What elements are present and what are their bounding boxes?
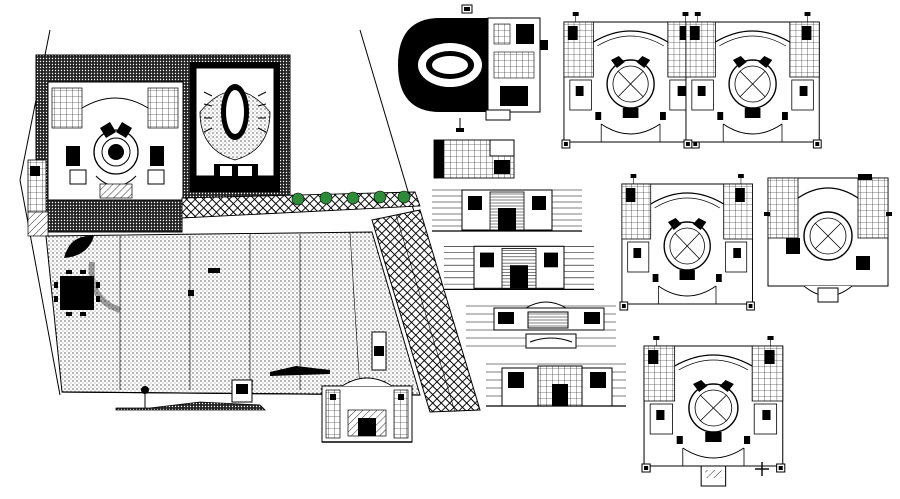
tree-icon [373,190,387,204]
site-lawn [45,231,421,396]
floor-plan-b [683,11,822,149]
site-road [371,209,481,413]
tree-icon [346,191,360,205]
profile-section [115,331,387,411]
oval-top-plan [398,4,548,132]
elevation-2 [443,239,595,292]
floor-plan-a [561,11,700,149]
site-building-main [47,81,184,201]
site-plan [19,29,481,413]
tree-icon [319,191,333,205]
floor-plan-d [764,174,892,303]
section-front [321,377,413,443]
elevation-1 [431,183,583,233]
floor-plan-c [619,173,756,311]
elevation-4 [486,356,626,408]
seating-cluster [54,270,100,316]
leaf-feature [64,235,94,258]
site-building-oval [190,62,280,192]
cross-marker-icon [755,462,769,476]
stair-detail [433,139,515,179]
elevation-3 [466,298,616,352]
floor-plan-e [641,335,786,487]
tree-icon [291,192,305,206]
tree-row [291,190,411,206]
tree-icon [397,190,411,204]
site-walkway [181,191,421,219]
